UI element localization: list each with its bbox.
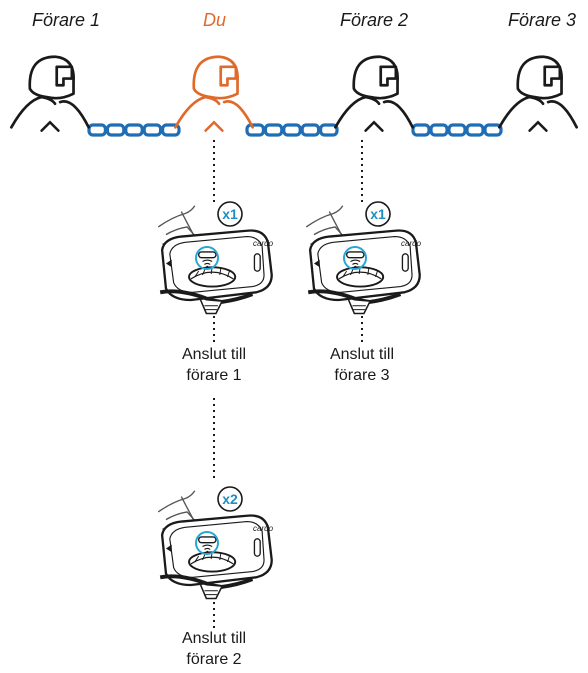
chain-link-icon <box>483 123 503 137</box>
chain-link-icon <box>282 123 302 137</box>
caption-line: förare 2 <box>186 651 242 668</box>
press-count-text: x1 <box>222 206 238 222</box>
caption-line: Anslut till <box>329 346 395 363</box>
rider-label-3: Förare 3 <box>508 10 577 30</box>
press-count-badge <box>217 486 243 512</box>
chain-link-icon <box>245 123 265 137</box>
caption-line: förare 3 <box>334 367 390 384</box>
press-highlight <box>195 246 219 270</box>
chain-link-icon <box>124 123 144 137</box>
chain-link-icon <box>465 123 485 137</box>
press-highlight <box>195 531 219 555</box>
chain-link-icon <box>319 123 339 137</box>
chain-link-icon <box>105 123 126 137</box>
rider-1-helmet-icon <box>9 55 91 133</box>
chain-link-icon <box>263 123 284 137</box>
device-caption: Anslut till förare 3 <box>302 344 422 386</box>
device-logo: cardo <box>253 239 274 248</box>
device-caption: Anslut till förare 1 <box>154 344 274 386</box>
chain-link-icon <box>447 123 467 137</box>
press-count-badge <box>217 201 243 227</box>
chain-link-icon <box>87 123 107 137</box>
rider-label-1: Förare 1 <box>32 10 101 30</box>
rider-label-you: Du <box>203 10 227 30</box>
caption-line: Anslut till <box>181 346 247 363</box>
device-logo: cardo <box>253 524 274 533</box>
press-count-badge <box>365 201 391 227</box>
intercom-device-icon: cardo x1 <box>156 201 274 316</box>
chain-link-icon <box>300 123 321 137</box>
intercom-device-icon: cardo x1 <box>304 201 422 316</box>
chain-links <box>87 123 503 137</box>
press-count-text: x2 <box>222 491 238 507</box>
chain-link-icon <box>429 123 449 137</box>
device-logo: cardo <box>401 239 422 248</box>
device-caption: Anslut till förare 2 <box>154 628 274 670</box>
rider-3-helmet-icon <box>497 55 579 133</box>
press-count-text: x1 <box>370 206 386 222</box>
intercom-device-icon: cardo x2 <box>156 486 274 601</box>
rider-2-helmet-icon <box>333 55 415 133</box>
caption-line: förare 1 <box>186 367 242 384</box>
caption-line: Anslut till <box>181 630 247 647</box>
rider-label-2: Förare 2 <box>340 10 409 30</box>
rider-you-helmet-icon <box>173 55 255 133</box>
chain-link-icon <box>142 123 163 137</box>
press-highlight <box>343 246 367 270</box>
chain-link-icon <box>411 123 431 137</box>
